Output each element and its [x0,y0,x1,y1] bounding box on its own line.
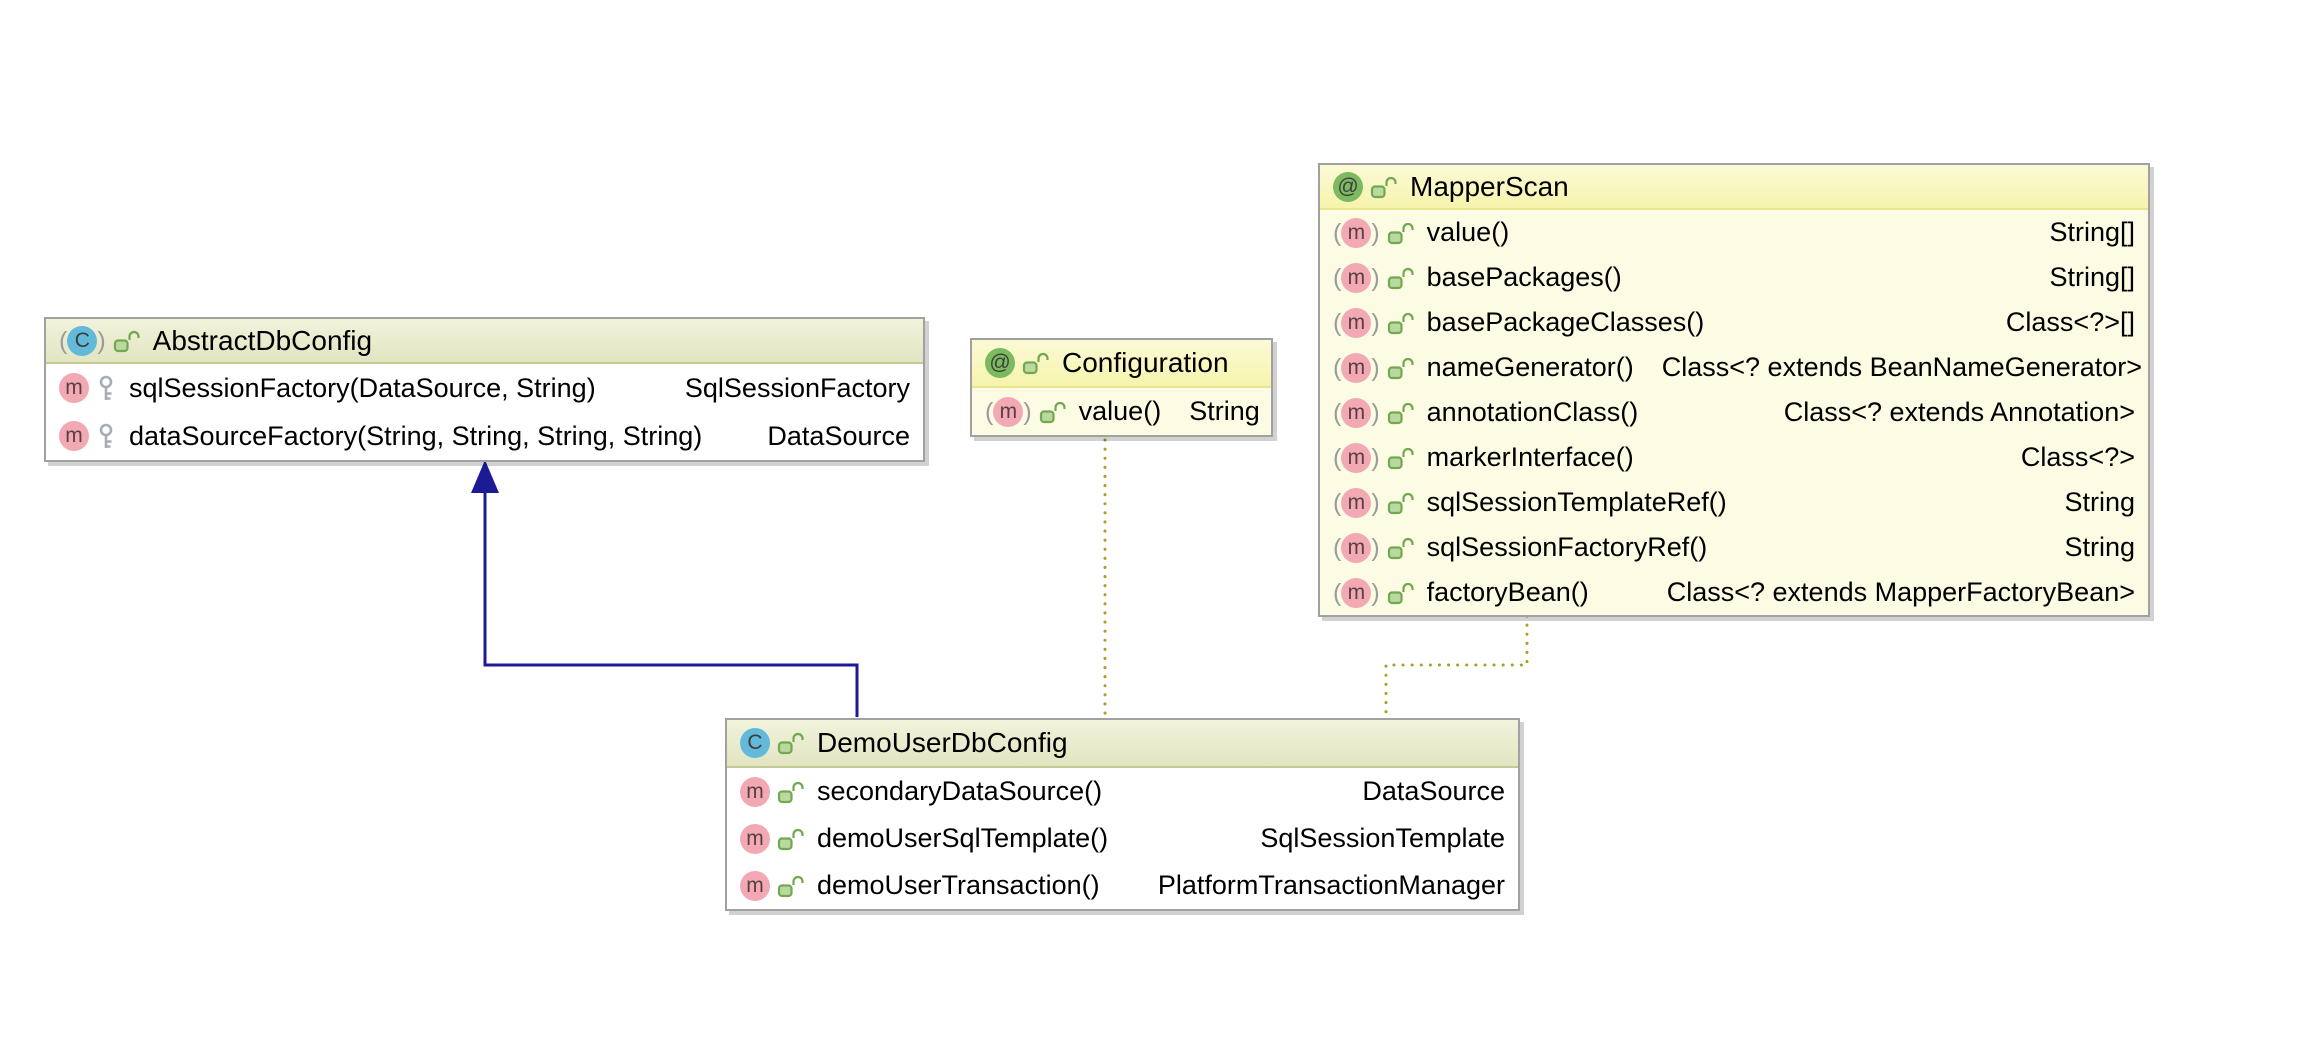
method-row[interactable]: (m) factoryBean() Class<? extends MapperFa… [1320,570,2148,615]
open-lock-icon [1387,265,1414,291]
annotation-title: Configuration [1062,347,1229,378]
annotation-header[interactable]: @ MapperScan [1320,165,2148,210]
method-row[interactable]: (m) value() String [972,388,1271,435]
method-name: sqlSessionFactoryRef() [1426,532,1708,562]
inheritance-edge[interactable] [483,491,859,717]
open-lock-icon [1387,490,1414,516]
method-return-type: SqlSessionFactory [684,372,910,403]
open-lock-icon [777,730,804,756]
method-row[interactable]: m demoUserSqlTemplate() SqlSessionTemplate [727,815,1518,862]
method-name: value() [1078,396,1162,426]
method-name: markerInterface() [1426,442,1634,472]
method-row[interactable]: m secondaryDataSource() DataSource [727,768,1518,815]
abstract-method-icon: (m) [1333,577,1380,608]
abstract-class-icon: (C) [59,325,106,356]
annotation-title: MapperScan [1410,170,1569,202]
class-title: AbstractDbConfig [152,324,373,356]
method-name: demoUserSqlTemplate() [817,823,1109,853]
abstract-method-icon: (m) [1333,262,1380,293]
class-title: DemoUserDbConfig [817,727,1068,758]
open-lock-icon [1022,350,1049,376]
class-header[interactable]: (C) AbstractDbConfig [46,319,923,364]
open-lock-icon [1387,535,1414,561]
open-lock-icon [1387,580,1414,606]
method-icon: m [59,373,89,403]
key-icon [96,374,116,402]
abstract-method-icon: (m) [1333,442,1380,473]
open-lock-icon [777,826,804,852]
abstract-method-icon: (m) [1333,307,1380,338]
open-lock-icon [113,328,140,354]
open-lock-icon [777,779,804,805]
open-lock-icon [777,873,804,899]
method-name: secondaryDataSource() [817,776,1103,806]
open-lock-icon [1039,399,1066,425]
method-row[interactable]: (m) value() String[] [1320,210,2148,255]
open-lock-icon [1387,310,1414,336]
abstract-method-icon: (m) [1333,217,1380,248]
method-row[interactable]: (m) nameGenerator() Class<? extends BeanNa… [1320,345,2148,390]
method-name: sqlSessionFactory(DataSource, String) [129,372,596,403]
method-return-type: String[] [2049,217,2135,247]
inheritance-arrowhead [471,460,499,493]
method-name: basePackages() [1426,262,1622,292]
class-node-abstractdbconfig[interactable]: (C) AbstractDbConfig m sqlSessionFactory(… [44,317,925,462]
method-icon: m [740,776,770,807]
abstract-method-icon: (m) [1333,352,1380,383]
annotation-header[interactable]: @ Configuration [972,340,1271,388]
method-return-type: Class<?> [2020,442,2135,472]
method-row[interactable]: (m) basePackages() String[] [1320,255,2148,300]
method-return-type: DataSource [767,420,910,451]
method-row[interactable]: (m) sqlSessionFactoryRef() String [1320,525,2148,570]
method-row[interactable]: m demoUserTransaction() PlatformTransactio… [727,862,1518,909]
method-name: nameGenerator() [1426,352,1634,382]
method-return-type: Class<? extends BeanNameGenerator> [1661,352,2143,382]
open-lock-icon [1387,355,1414,381]
abstract-method-icon: (m) [1333,397,1380,428]
method-icon: m [59,421,89,451]
method-return-type: String [1189,396,1260,426]
method-return-type: String [2064,532,2135,562]
method-name: dataSourceFactory(String, String, String… [129,420,703,451]
method-return-type: String[] [2049,262,2135,292]
method-icon: m [740,823,770,854]
method-name: demoUserTransaction() [817,870,1100,900]
method-return-type: SqlSessionTemplate [1260,823,1505,853]
method-row[interactable]: (m) annotationClass() Class<? extends Anno… [1320,390,2148,435]
method-return-type: PlatformTransactionManager [1157,870,1505,900]
mapperscan-dependency-edge[interactable] [1384,614,1529,717]
method-row[interactable]: m dataSourceFactory(String, String, Strin… [46,412,923,460]
open-lock-icon [1387,445,1414,471]
method-name: factoryBean() [1426,577,1589,607]
method-row[interactable]: m sqlSessionFactory(DataSource, String) Sq… [46,364,923,412]
abstract-method-icon: (m) [985,396,1032,427]
method-row[interactable]: (m) sqlSessionTemplateRef() String [1320,480,2148,525]
method-return-type: Class<? extends Annotation> [1783,397,2135,427]
annotation-node-configuration[interactable]: @ Configuration (m) value() String [970,338,1273,437]
method-icon: m [740,870,770,901]
annotation-node-mapperscan[interactable]: @ MapperScan (m) value() String[] (m) basePa… [1318,163,2150,617]
method-return-type: Class<? extends MapperFactoryBean> [1666,577,2135,607]
method-name: value() [1426,217,1510,247]
abstract-method-icon: (m) [1333,532,1380,563]
class-icon: C [740,728,770,758]
open-lock-icon [1387,400,1414,426]
class-header[interactable]: C DemoUserDbConfig [727,720,1518,768]
annotation-icon: @ [985,348,1015,378]
method-name: basePackageClasses() [1426,307,1705,337]
method-return-type: Class<?>[] [2005,307,2135,337]
method-name: annotationClass() [1426,397,1639,427]
method-row[interactable]: (m) markerInterface() Class<?> [1320,435,2148,480]
method-return-type: DataSource [1362,776,1505,806]
method-name: sqlSessionTemplateRef() [1426,487,1727,517]
abstract-method-icon: (m) [1333,487,1380,518]
open-lock-icon [1370,174,1397,200]
open-lock-icon [1387,220,1414,246]
method-return-type: String [2064,487,2135,517]
method-row[interactable]: (m) basePackageClasses() Class<?>[] [1320,300,2148,345]
class-node-demouserdbconfig[interactable]: C DemoUserDbConfig m secondaryDataSource(… [725,718,1520,911]
key-icon [96,422,116,450]
annotation-icon: @ [1333,171,1363,202]
